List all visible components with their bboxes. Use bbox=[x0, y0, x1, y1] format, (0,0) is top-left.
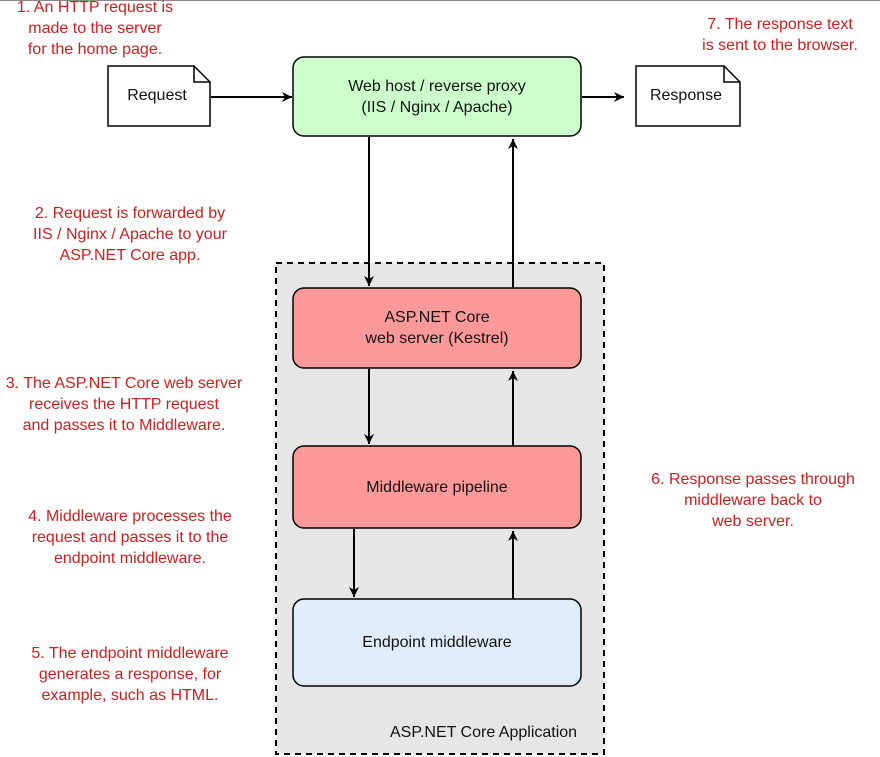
request-document-shape bbox=[107, 65, 211, 127]
kestrel-label: ASP.NET Core web server (Kestrel) bbox=[365, 309, 509, 347]
response-document-shape bbox=[635, 65, 741, 127]
response-document-fold bbox=[723, 66, 740, 83]
top-border bbox=[0, 0, 880, 1]
kestrel-box bbox=[292, 287, 582, 369]
request-document-fold bbox=[193, 66, 210, 83]
annotation-step-5: 5. The endpoint middleware generates a r… bbox=[31, 645, 229, 704]
annotation-step-4: 4. Middleware processes the request and … bbox=[28, 508, 232, 567]
response-label: Response bbox=[649, 86, 723, 104]
request-label: Request bbox=[127, 86, 187, 104]
endpoint-label: Endpoint middleware bbox=[362, 634, 512, 651]
annotation-step-2: 2. Request is forwarded by IIS / Nginx /… bbox=[33, 205, 227, 264]
annotation-step-6: 6. Response passes through middleware ba… bbox=[651, 471, 855, 530]
annotation-step-3: 3. The ASP.NET Core web server receives … bbox=[5, 375, 243, 434]
app-container-label: ASP.NET Core Application bbox=[390, 724, 578, 741]
proxy-label: Web host / reverse proxy (IIS / Nginx / … bbox=[348, 77, 526, 116]
middleware-label: Middleware pipeline bbox=[366, 478, 508, 496]
proxy-box bbox=[292, 56, 582, 137]
annotation-step-1: 1. An HTTP request is made to the server… bbox=[16, 0, 174, 58]
endpoint-box bbox=[292, 598, 582, 687]
annotation-step-7: 7. The response text is sent to the brow… bbox=[702, 16, 858, 54]
middleware-box bbox=[292, 445, 582, 529]
